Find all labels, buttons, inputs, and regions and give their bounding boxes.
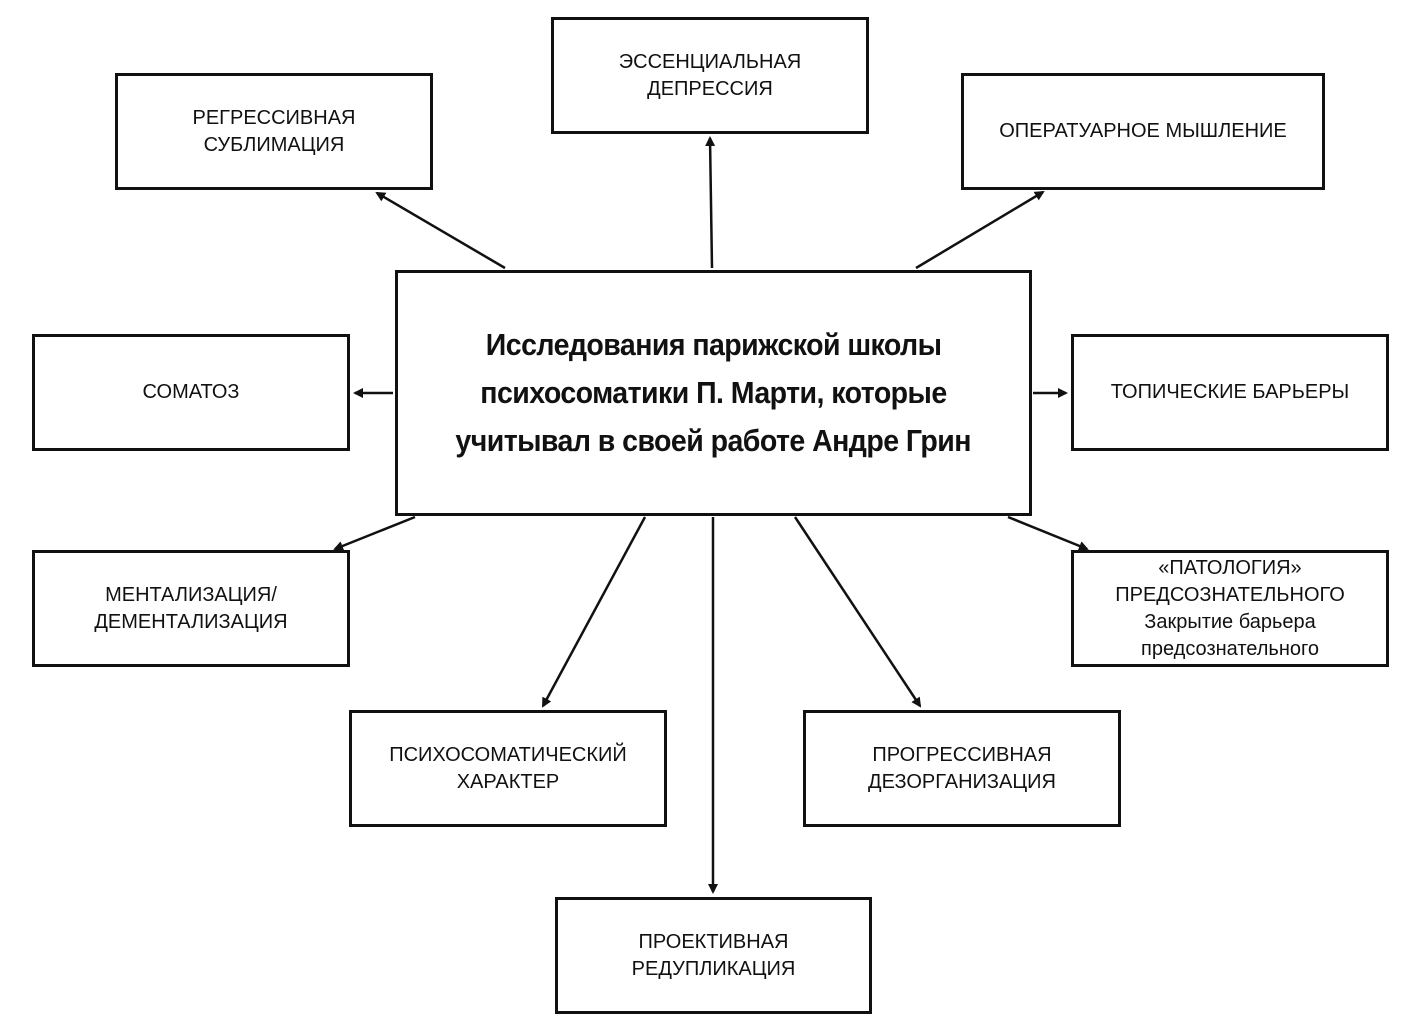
node-topical-barriers: ТОПИЧЕСКИЕ БАРЬЕРЫ xyxy=(1071,334,1389,451)
node-label: РЕДУПЛИКАЦИЯ xyxy=(631,957,796,980)
node-label: ХАРАКТЕР xyxy=(456,770,560,793)
node-label: СОМАТОЗ xyxy=(142,381,240,403)
node-label: ДЕЗОРГАНИЗАЦИЯ xyxy=(868,770,1056,793)
central-line: психосоматики П. Марти, которые xyxy=(480,375,947,410)
node-projective-reduplication: ПРОЕКТИВНАЯ РЕДУПЛИКАЦИЯ xyxy=(555,897,872,1014)
node-operative-thinking: ОПЕРАТУАРНОЕ МЫШЛЕНИЕ xyxy=(961,73,1325,190)
central-line: Исследования парижской школы xyxy=(485,327,942,362)
central-line: учитывал в своей работе Андре Грин xyxy=(455,423,972,458)
node-label: «ПАТОЛОГИЯ» xyxy=(1158,556,1302,579)
node-label: РЕГРЕССИВНАЯ xyxy=(192,106,356,129)
arrow-progressive-disorganization xyxy=(793,516,922,708)
node-label: ПРЕДСОЗНАТЕЛЬНОГО xyxy=(1115,583,1345,606)
arrow-preconscious-pathology xyxy=(1007,515,1089,551)
arrow-essential-depression xyxy=(705,136,716,269)
node-label: СУБЛИМАЦИЯ xyxy=(203,133,345,156)
node-progressive-disorganization: ПРОГРЕССИВНАЯ ДЕЗОРГАНИЗАЦИЯ xyxy=(803,710,1121,827)
node-label: ПСИХОСОМАТИЧЕСКИЙ xyxy=(389,743,627,766)
arrow-psychosomatic-character xyxy=(541,516,647,708)
node-psychosomatic-character: ПСИХОСОМАТИЧЕСКИЙ ХАРАКТЕР xyxy=(349,710,667,827)
node-label: ДЕПРЕССИЯ xyxy=(647,77,773,100)
node-preconscious-pathology: «ПАТОЛОГИЯ» ПРЕДСОЗНАТЕЛЬНОГО Закрытие б… xyxy=(1071,550,1389,667)
central-topic-box: Исследования парижской школы психосомати… xyxy=(395,270,1032,516)
node-label: МЕНТАЛИЗАЦИЯ/ xyxy=(105,583,277,606)
node-essential-depression: ЭССЕНЦИАЛЬНАЯ ДЕПРЕССИЯ xyxy=(551,17,869,134)
node-sublabel: Закрытие барьера xyxy=(1144,610,1316,633)
arrow-mentalization xyxy=(333,515,416,551)
node-somatosis: СОМАТОЗ xyxy=(32,334,350,451)
arrow-operative-thinking xyxy=(915,190,1045,270)
node-label: ОПЕРАТУАРНОЕ МЫШЛЕНИЕ xyxy=(999,120,1287,142)
node-sublabel: предсознательного xyxy=(1141,637,1319,660)
node-label: ТОПИЧЕСКИЕ БАРЬЕРЫ xyxy=(1110,381,1350,403)
node-label: ЭССЕНЦИАЛЬНАЯ xyxy=(618,50,802,73)
node-label: ПРОГРЕССИВНАЯ xyxy=(872,743,1052,766)
node-label: ДЕМЕНТАЛИЗАЦИЯ xyxy=(94,610,288,633)
arrow-regressive-sublimation xyxy=(375,191,506,270)
node-regressive-sublimation: РЕГРЕССИВНАЯ СУБЛИМАЦИЯ xyxy=(115,73,433,190)
node-label: ПРОЕКТИВНАЯ xyxy=(638,930,789,953)
node-mentalization: МЕНТАЛИЗАЦИЯ/ ДЕМЕНТАЛИЗАЦИЯ xyxy=(32,550,350,667)
